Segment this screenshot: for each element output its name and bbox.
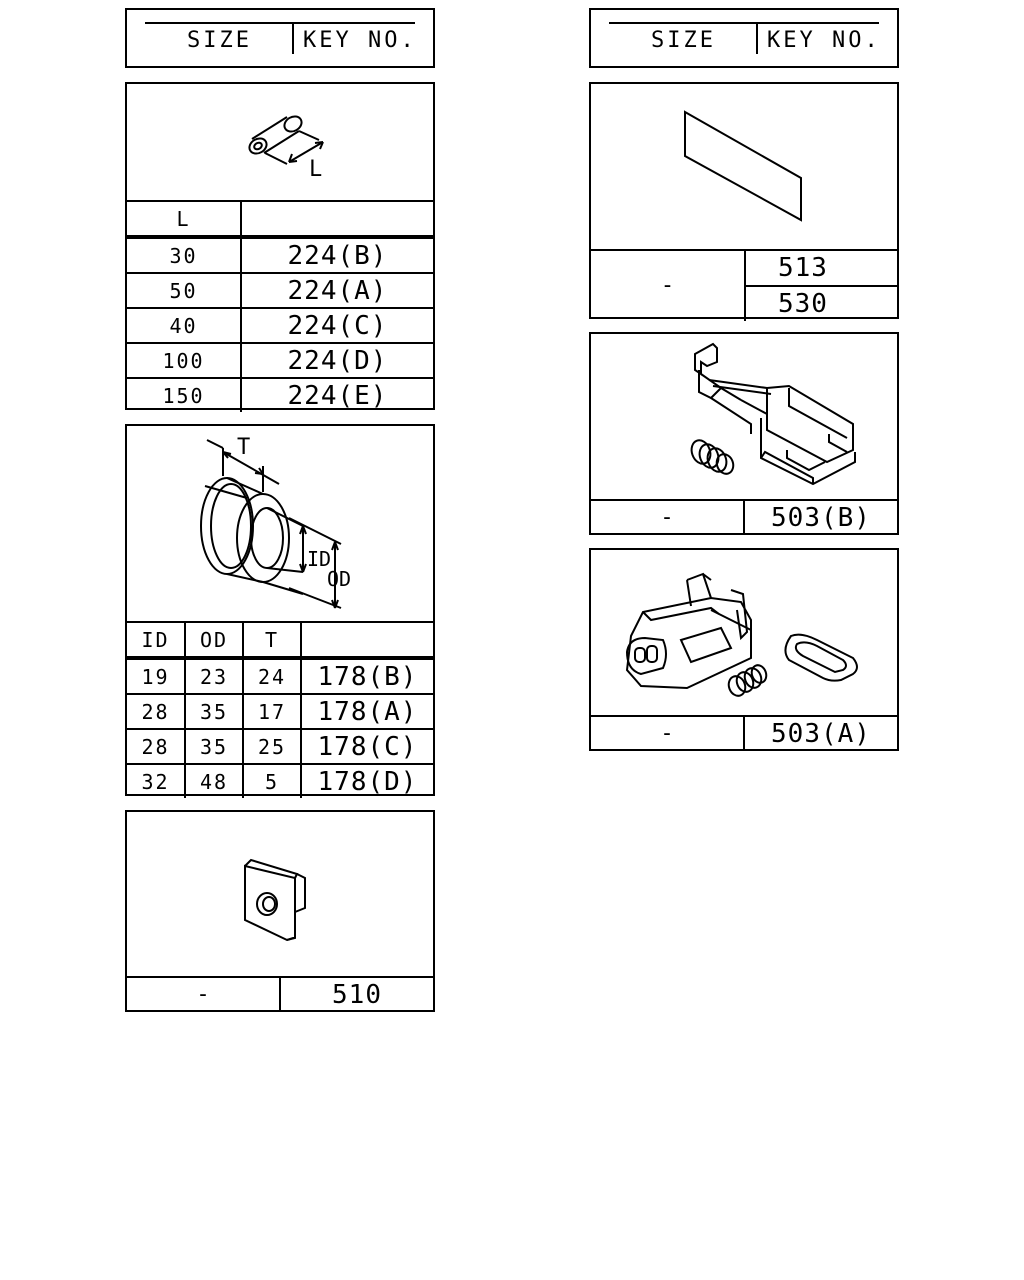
table-row: 30 224(B)	[127, 235, 433, 273]
col-header-key	[300, 621, 433, 658]
connector-b-table: - 503(B)	[591, 499, 897, 534]
od-cell: 48	[184, 763, 243, 798]
sleeve-length-label: L	[309, 157, 322, 182]
table-row: 28 35 17 178(A)	[127, 693, 433, 729]
size-cell: 40	[127, 307, 241, 343]
connector-a-table: - 503(A)	[591, 715, 897, 750]
key-cell: 178(C)	[300, 728, 433, 764]
connector-b-panel: - 503(B)	[589, 332, 899, 535]
col-header-l: L	[127, 200, 241, 237]
size-cell: -	[660, 273, 675, 298]
grommet-od-label: OD	[327, 567, 351, 591]
key-no-header: KEY NO.	[767, 28, 881, 53]
table-row: - 503(A)	[591, 715, 897, 750]
grommet-panel: T ID OD ID OD T 19 23 24 178(B) 28 35 17…	[125, 424, 435, 798]
size-cell: 150	[127, 377, 241, 412]
t-cell: 17	[242, 693, 301, 729]
id-cell: 28	[127, 693, 185, 729]
od-cell: 35	[184, 693, 243, 729]
od-cell: 35	[184, 728, 243, 764]
key-cell: 513	[778, 253, 828, 283]
size-cell: 100	[127, 342, 241, 378]
right-header: SIZE KEY NO.	[589, 8, 899, 68]
size-header: SIZE	[187, 28, 252, 53]
connector-a-drawing	[625, 572, 858, 697]
table-row: 28 35 25 178(C)	[127, 728, 433, 764]
sleeve-figure: L	[127, 84, 433, 201]
header-rule	[145, 22, 415, 24]
table-row: - 503(B)	[591, 499, 897, 534]
sleeve-drawing: L	[248, 115, 324, 182]
grommet-figure: T ID OD	[127, 426, 433, 622]
connector-b-figure	[591, 334, 897, 500]
header-rule	[609, 22, 879, 24]
col-header-id: ID	[127, 621, 185, 658]
grommet-id-label: ID	[307, 547, 331, 571]
id-cell: 32	[127, 763, 185, 798]
key-cell: 178(D)	[300, 763, 433, 798]
clip-table: - 510	[127, 976, 433, 1011]
clip-panel: - 510	[125, 810, 435, 1012]
col-header-t: T	[242, 621, 301, 658]
table-row: 150 224(E)	[127, 377, 433, 412]
key-cell: 224(C)	[240, 307, 433, 343]
key-cell: 178(B)	[300, 656, 433, 694]
t-cell: 25	[242, 728, 301, 764]
key-cell: 224(D)	[240, 342, 433, 378]
size-cell: -	[591, 715, 744, 750]
tape-table: - 513 530	[591, 249, 897, 321]
header-separator	[756, 22, 758, 54]
key-no-header: KEY NO.	[303, 28, 417, 53]
key-cell: 224(A)	[240, 272, 433, 308]
table-row: 40 224(C)	[127, 307, 433, 343]
key-cell: 530	[778, 289, 828, 319]
clip-figure	[127, 812, 433, 976]
grommet-drawing: T ID OD	[200, 435, 351, 609]
id-cell: 28	[127, 728, 185, 764]
key-cell: 510	[279, 976, 433, 1011]
clip-drawing	[244, 858, 306, 942]
tape-figure	[591, 84, 897, 250]
col-header-od: OD	[184, 621, 243, 658]
connector-a-figure	[591, 550, 897, 716]
key-cell: 224(B)	[240, 235, 433, 273]
size-cell: 30	[127, 235, 241, 273]
connector-a-panel: - 503(A)	[589, 548, 899, 751]
left-header: SIZE KEY NO.	[125, 8, 435, 68]
col-header-key	[240, 200, 433, 237]
size-header: SIZE	[651, 28, 716, 53]
table-row: 32 48 5 178(D)	[127, 763, 433, 798]
grommet-table: ID OD T 19 23 24 178(B) 28 35 17 178(A) …	[127, 621, 433, 798]
t-cell: 5	[242, 763, 301, 798]
key-cell: 503(B)	[743, 499, 897, 534]
grommet-t-label: T	[237, 435, 250, 460]
table-row: 19 23 24 178(B)	[127, 656, 433, 694]
key-cell: 224(E)	[240, 377, 433, 412]
table-row: 50 224(A)	[127, 272, 433, 308]
size-cell: -	[127, 976, 280, 1011]
header-separator	[292, 22, 294, 54]
id-cell: 19	[127, 656, 185, 694]
tape-panel: - 513 530	[589, 82, 899, 321]
key-cell: 503(A)	[743, 715, 897, 750]
key-row-divider	[746, 285, 897, 287]
sleeve-table: L 30 224(B) 50 224(A) 40 224(C) 100 224(…	[127, 200, 433, 412]
size-cell: 50	[127, 272, 241, 308]
table-row: - 510	[127, 976, 433, 1011]
size-cell: -	[591, 499, 744, 534]
key-cell: 178(A)	[300, 693, 433, 729]
tape-drawing	[684, 110, 802, 222]
connector-b-drawing	[690, 342, 856, 486]
sleeve-panel: L L 30 224(B) 50 224(A) 40 224(C) 100 22…	[125, 82, 435, 412]
table-row: 100 224(D)	[127, 342, 433, 378]
od-cell: 23	[184, 656, 243, 694]
t-cell: 24	[242, 656, 301, 694]
key-separator	[744, 251, 746, 321]
